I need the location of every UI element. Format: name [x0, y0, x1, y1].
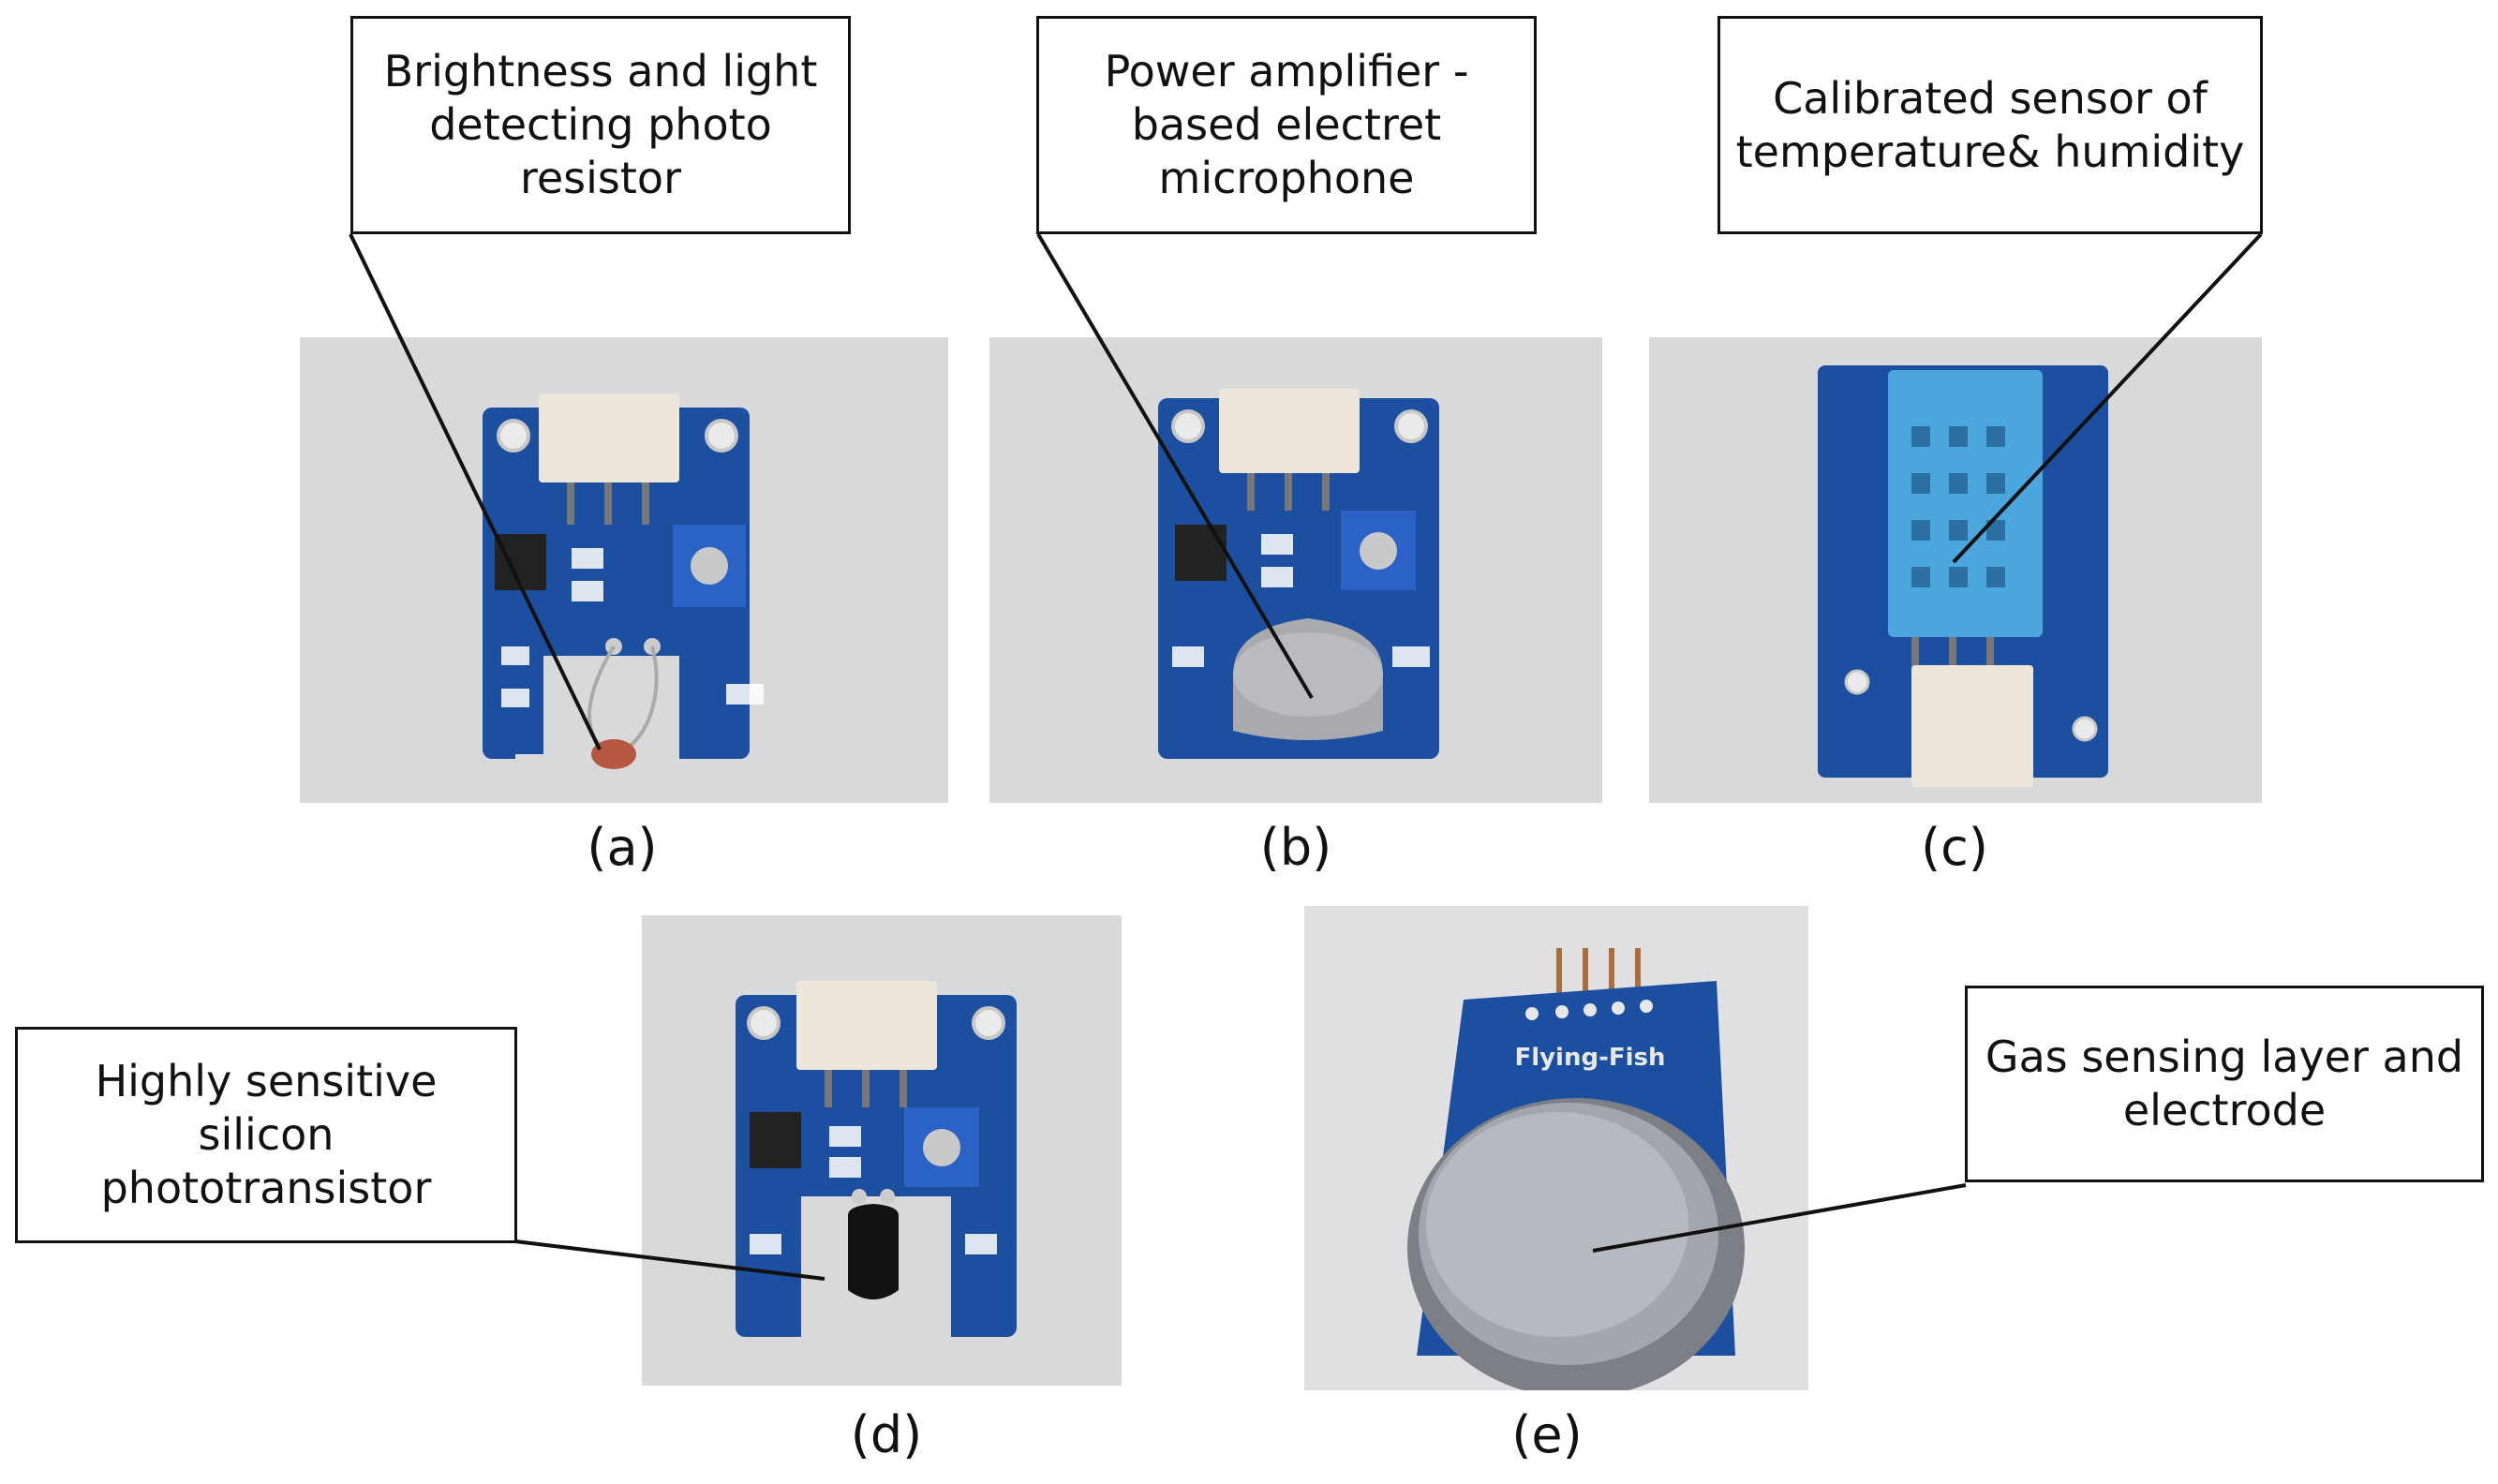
callout-e: Gas sensing layer and electrode [1965, 986, 2484, 1182]
caption-e: (e) [1511, 1405, 1583, 1464]
callout-a-text: Brightness and light detecting photo res… [383, 46, 818, 203]
photo-b-microphone-module [989, 337, 1602, 803]
callout-b: Power amplifier - based electret microph… [1036, 16, 1537, 234]
photo-a-photoresistor-module [300, 337, 948, 803]
callout-c-text: Calibrated sensor of temperature& humidi… [1735, 72, 2245, 177]
callout-d-text: Highly sensitive silicon phototransistor [95, 1056, 438, 1213]
photo-c-temperature-humidity-module [1649, 337, 2262, 803]
caption-a: (a) [587, 818, 658, 877]
callout-c: Calibrated sensor of temperature& humidi… [1717, 16, 2263, 234]
caption-b: (b) [1259, 818, 1332, 877]
caption-c: (c) [1921, 818, 1988, 877]
photo-e-gas-sensor-module: Flying-Fish [1304, 906, 1808, 1390]
callout-b-text: Power amplifier - based electret microph… [1104, 46, 1469, 203]
photo-d-phototransistor-module [642, 915, 1122, 1386]
board-print-text: Flying-Fish [1514, 1044, 1665, 1072]
callout-a: Brightness and light detecting photo res… [350, 16, 851, 234]
callout-e-text: Gas sensing layer and electrode [1985, 1031, 2464, 1135]
caption-d: (d) [850, 1405, 923, 1464]
callout-d: Highly sensitive silicon phototransistor [15, 1027, 517, 1243]
